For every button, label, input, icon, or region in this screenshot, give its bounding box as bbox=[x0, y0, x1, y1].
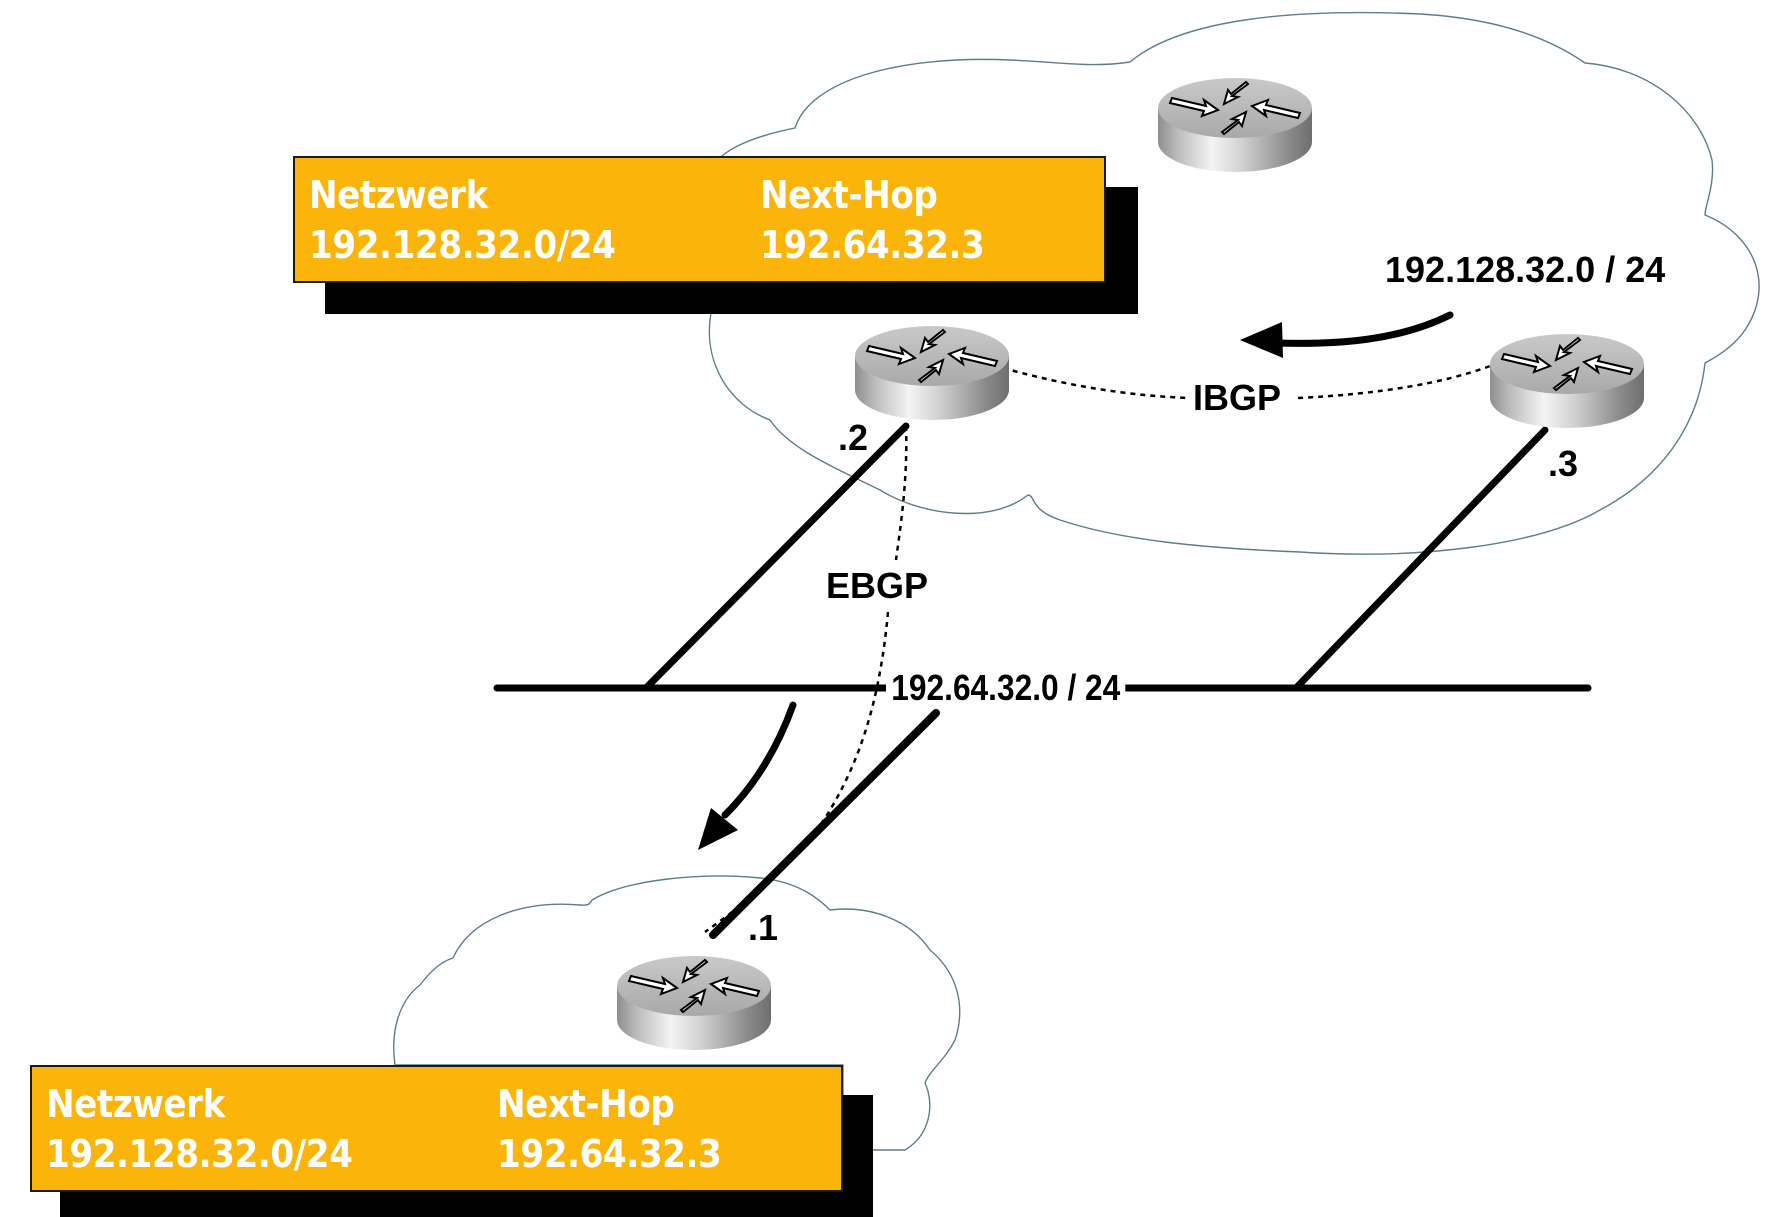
lower-table-nexthop: 192.64.32.3 bbox=[497, 1132, 722, 1176]
link-router-3 bbox=[1292, 426, 1549, 692]
ebgp-update-arrow bbox=[721, 701, 797, 819]
ebgp-label: EBGP bbox=[826, 565, 929, 606]
upper-table-header-network: Netzwerk bbox=[309, 173, 488, 217]
ibgp-session-line-right bbox=[1297, 364, 1491, 400]
ibgp-session-line bbox=[1002, 366, 1191, 400]
ibgp-update-arrow bbox=[1271, 311, 1454, 347]
link-router-1 bbox=[709, 709, 940, 939]
router-icon bbox=[1157, 77, 1313, 173]
upper-table-network: 192.128.32.0/24 bbox=[309, 223, 616, 267]
router-1-address-label: .1 bbox=[748, 907, 779, 948]
ebgp-session-line bbox=[894, 425, 908, 561]
lower-as-cloud bbox=[393, 875, 961, 1151]
router-icon bbox=[616, 955, 772, 1051]
upper-routing-table: Netzwerk Next-Hop 192.128.32.0/24 192.64… bbox=[293, 156, 1106, 283]
ibgp-arrowhead-icon bbox=[1240, 322, 1283, 358]
upper-as-cloud bbox=[708, 11, 1760, 555]
router-2-address-label: .2 bbox=[838, 417, 869, 458]
advertised-prefix-label: 192.128.32.0 / 24 bbox=[1385, 249, 1666, 290]
lower-table-header-network: Netzwerk bbox=[46, 1082, 225, 1126]
router-3-address-label: .3 bbox=[1548, 443, 1579, 484]
upper-table-nexthop: 192.64.32.3 bbox=[760, 223, 985, 267]
router-icon bbox=[1489, 333, 1645, 429]
router-icon bbox=[854, 325, 1010, 421]
shared-network-label: 192.64.32.0 / 24 bbox=[886, 670, 1126, 706]
ibgp-label: IBGP bbox=[1193, 377, 1282, 418]
upper-table-header-nexthop: Next-Hop bbox=[760, 173, 938, 217]
lower-table-network: 192.128.32.0/24 bbox=[46, 1132, 353, 1176]
ebgp-arrowhead-icon bbox=[698, 808, 738, 850]
ebgp-session-line-lower bbox=[704, 611, 890, 934]
lower-table-header-nexthop: Next-Hop bbox=[497, 1082, 675, 1126]
lower-routing-table: Netzwerk Next-Hop 192.128.32.0/24 192.64… bbox=[30, 1065, 843, 1192]
link-router-2 bbox=[642, 422, 910, 692]
